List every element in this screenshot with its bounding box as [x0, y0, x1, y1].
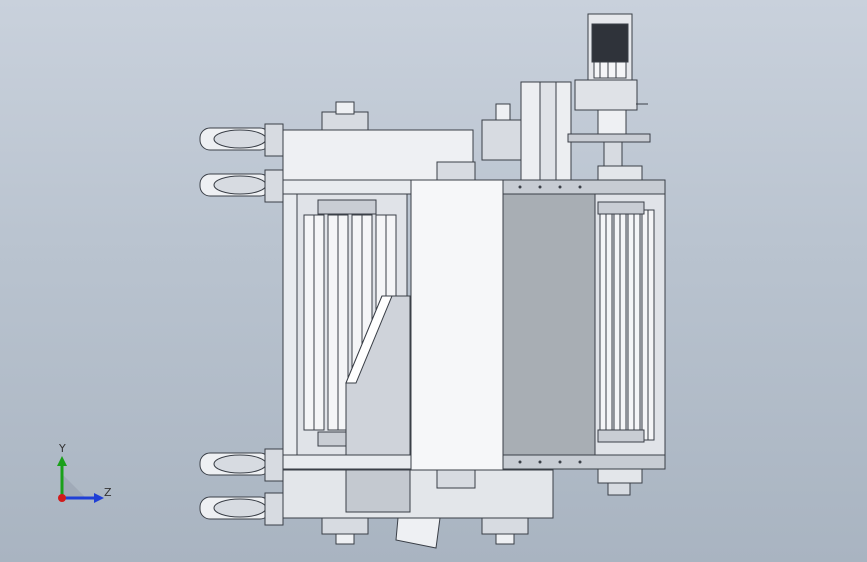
frame-lower-crossbar [282, 454, 414, 470]
caster-wheel-bottom-2 [199, 492, 284, 526]
coordinate-triad: Y Z [48, 440, 118, 510]
belt-rail-top [502, 179, 666, 195]
center-side-plate [410, 179, 504, 471]
caster-wheel-bottom-1 [199, 448, 284, 482]
gearbox [574, 79, 638, 111]
bearing-block-top-left [321, 111, 369, 131]
frame-bottom-plate [282, 469, 554, 519]
bearing-block-bottom-right [597, 468, 643, 484]
frame-upper-crossbar [282, 179, 414, 195]
caster-wheel-top-1 [199, 123, 284, 157]
frame-left-rail [282, 179, 298, 471]
y-axis-label: Y [59, 442, 66, 455]
conveyor-belt[interactable] [502, 192, 596, 456]
bearing-block-bottom-mid [481, 517, 529, 535]
belt-rail-bottom [502, 454, 666, 470]
z-axis-label: Z [104, 486, 112, 499]
drive-sprocket [567, 109, 651, 181]
bearing-block-top-mid [481, 119, 523, 161]
caster-wheel-top-2 [199, 169, 284, 203]
discharge-chute [345, 469, 411, 513]
bearing-block-bottom-left [321, 517, 369, 535]
roller-bank-right [594, 193, 666, 456]
